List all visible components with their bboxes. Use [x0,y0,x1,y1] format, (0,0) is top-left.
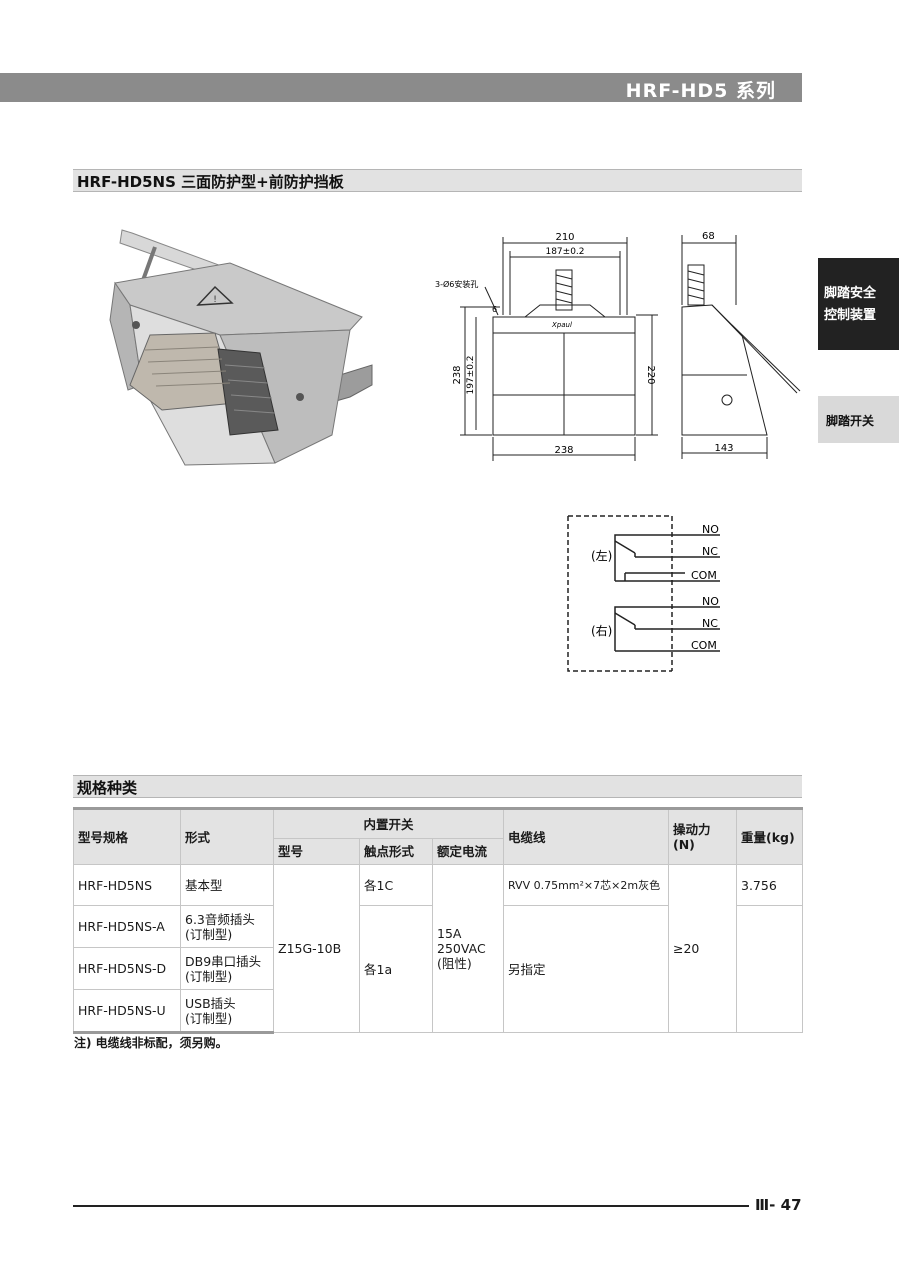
type-line1: 6.3音频插头 [185,911,255,927]
terminal-no-left: NO [702,523,719,536]
header-switch-model: 型号 [273,838,360,865]
terminal-com-right: COM [691,639,717,652]
dim-220: 220 [645,365,656,384]
brand-label: Xpaul [551,321,572,329]
dim-143: 143 [714,443,733,454]
cell-model: HRF-HD5NS-D [73,947,181,990]
side-tab-active-line2: 控制装置 [824,308,877,323]
circuit-left-label: (左) [591,548,612,563]
cell-cable-1: RVV 0.75mm²×7芯×2m灰色 [503,864,669,906]
cell-model: HRF-HD5NS-A [73,905,181,948]
mount-hole-label: 3-Ø6安装孔 [435,279,478,289]
cell-contact-1a: 各1a [359,905,433,1033]
cell-type: 基本型 [180,864,274,906]
dim-238-height: 238 [452,365,463,384]
cell-model: HRF-HD5NS [73,864,181,906]
side-tab-inactive[interactable]: 脚踏开关 [818,396,899,443]
circuit-right-label: (右) [591,623,612,638]
header-contact: 触点形式 [359,838,433,865]
footer-rule [73,1205,749,1207]
cell-contact-1c: 各1C [359,864,433,906]
dim-210: 210 [555,232,574,243]
hole-offset-label: 6 [492,305,497,314]
header-builtin-switch: 内置开关 [273,807,504,839]
table-row: HRF-HD5NS-A 6.3音频插头 (订制型) 各1a 另指定 [73,905,803,1033]
dim-68: 68 [702,231,715,242]
footnote: 注) 电缆线非标配，须另购。 [74,1036,228,1050]
cell-type: 6.3音频插头 (订制型) [180,905,274,948]
section-title: HRF-HD5NS 三面防护型+前防护挡板 [77,173,344,191]
svg-text:!: ! [213,295,217,305]
terminal-nc-right: NC [702,617,718,630]
current-line2: 250VAC [437,941,486,956]
dim-187: 187±0.2 [545,247,584,257]
table-row: HRF-HD5NS 基本型 Z15G-10B 各1C 15A 250VAC (阻… [73,864,803,1033]
cell-type: DB9串口插头 (订制型) [180,947,274,990]
spec-table: 型号规格 形式 内置开关 电缆线 操动力(N) 重量(kg) 型号 触点形式 额… [73,807,803,1034]
terminal-com-left: COM [691,569,717,582]
page-number: Ⅲ- 47 [755,1196,802,1214]
header-current: 额定电流 [432,838,504,865]
side-tab-active[interactable]: 脚踏安全 控制装置 [818,258,899,350]
type-line1: DB9串口插头 [185,953,262,969]
header-force: 操动力(N) [668,807,737,865]
header-bar: HRF-HD5 系列 [0,73,802,102]
section-title-bar: HRF-HD5NS 三面防护型+前防护挡板 [73,169,802,192]
cell-cable-2: 另指定 [503,905,669,1033]
cell-rated-current: 15A 250VAC (阻性) [432,864,504,1033]
front-view-drawing: 210 187±0.2 3-Ø6安装孔 6 Xpaul 238 197±0.2 … [435,232,658,461]
terminal-no-right: NO [702,595,719,608]
cell-weight: 3.756 [736,864,803,906]
cell-weight-empty [736,905,803,1033]
table-row: HRF-HD5NS-U USB插头 (订制型) [73,989,803,1034]
foot-switch-photo: ! [109,229,373,466]
cell-switch-model: Z15G-10B [273,864,360,1033]
series-title: HRF-HD5 系列 [625,80,776,102]
dim-197: 197±0.2 [466,355,476,394]
type-line2: (订制型) [185,926,233,942]
spec-section-bar: 规格种类 [73,775,802,798]
header-model: 型号规格 [73,807,181,865]
side-tab-active-line1: 脚踏安全 [824,286,877,301]
side-view-drawing: 68 143 [681,231,801,459]
table-row: HRF-HD5NS-D DB9串口插头 (订制型) [73,947,803,990]
cell-model: HRF-HD5NS-U [73,989,181,1034]
header-weight: 重量(kg) [736,807,803,865]
terminal-nc-left: NC [702,545,718,558]
circuit-diagram: (左) (右) NO NC COM NO NC COM [567,515,720,672]
current-line3: (阻性) [437,956,472,971]
header-cable: 电缆线 [503,807,669,865]
cell-type: USB插头 (订制型) [180,989,274,1034]
type-line2: (订制型) [185,1010,233,1026]
cell-force: ≥20 [668,864,737,1033]
side-tab-inactive-label: 脚踏开关 [826,414,875,428]
spec-section-title: 规格种类 [77,779,138,797]
dim-238-base: 238 [554,445,573,456]
type-line1: USB插头 [185,995,236,1011]
header-type: 形式 [180,807,274,865]
type-line2: (订制型) [185,968,233,984]
current-line1: 15A [437,926,462,941]
